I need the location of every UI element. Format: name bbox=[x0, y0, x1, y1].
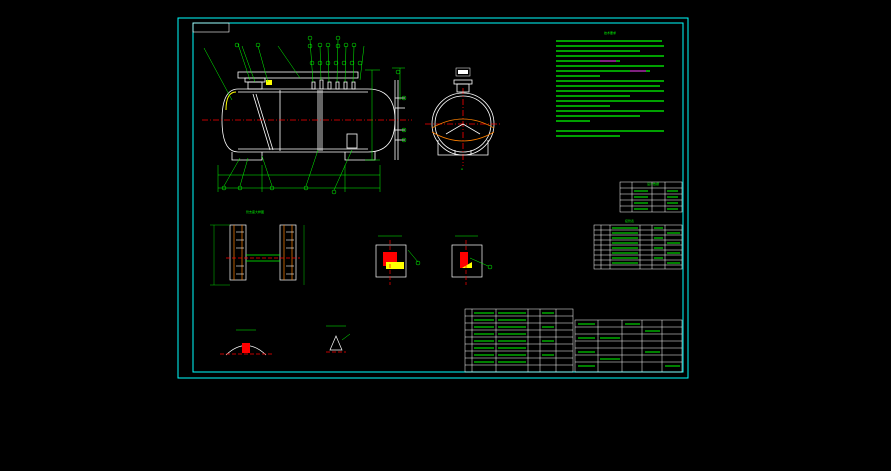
end-view-nozzle-label bbox=[455, 67, 471, 77]
vessel-head-accent bbox=[225, 91, 237, 111]
weld-detail-2 bbox=[451, 235, 493, 285]
tech-notes-title: 技术要求 bbox=[604, 30, 616, 35]
detail-view-title: 管支座大样图 bbox=[246, 209, 264, 214]
nozzle-table bbox=[593, 224, 683, 270]
support-detail-view bbox=[210, 224, 305, 286]
parts-list-values bbox=[474, 312, 554, 363]
design-data-values bbox=[634, 190, 678, 210]
tech-notes-highlights bbox=[600, 60, 646, 72]
triangle-detail bbox=[326, 325, 351, 353]
part-number-balloons bbox=[221, 35, 407, 195]
nozzle-table-title: 接管表 bbox=[625, 218, 634, 223]
outer-frame bbox=[177, 17, 689, 379]
support-detail-hatch bbox=[236, 231, 294, 275]
title-block bbox=[574, 319, 683, 373]
front-view-dimensions bbox=[217, 69, 381, 192]
tech-notes-block bbox=[556, 40, 664, 137]
front-view-leaders bbox=[203, 39, 365, 191]
inner-frame bbox=[192, 22, 684, 373]
manhole-accent bbox=[266, 80, 272, 85]
design-data-table bbox=[619, 181, 683, 213]
title-block-values bbox=[578, 323, 680, 367]
parts-list-table bbox=[464, 308, 574, 373]
weld-detail-1 bbox=[375, 235, 421, 285]
flange-detail bbox=[220, 329, 272, 356]
design-table-title: 设计数据 bbox=[647, 181, 659, 186]
nozzle-table-values bbox=[612, 227, 680, 264]
right-dimension bbox=[392, 67, 405, 100]
drawing-number-box bbox=[192, 22, 230, 33]
section-label: A bbox=[461, 167, 464, 171]
vessel-front-view bbox=[221, 71, 405, 161]
vessel-end-view bbox=[425, 79, 500, 166]
